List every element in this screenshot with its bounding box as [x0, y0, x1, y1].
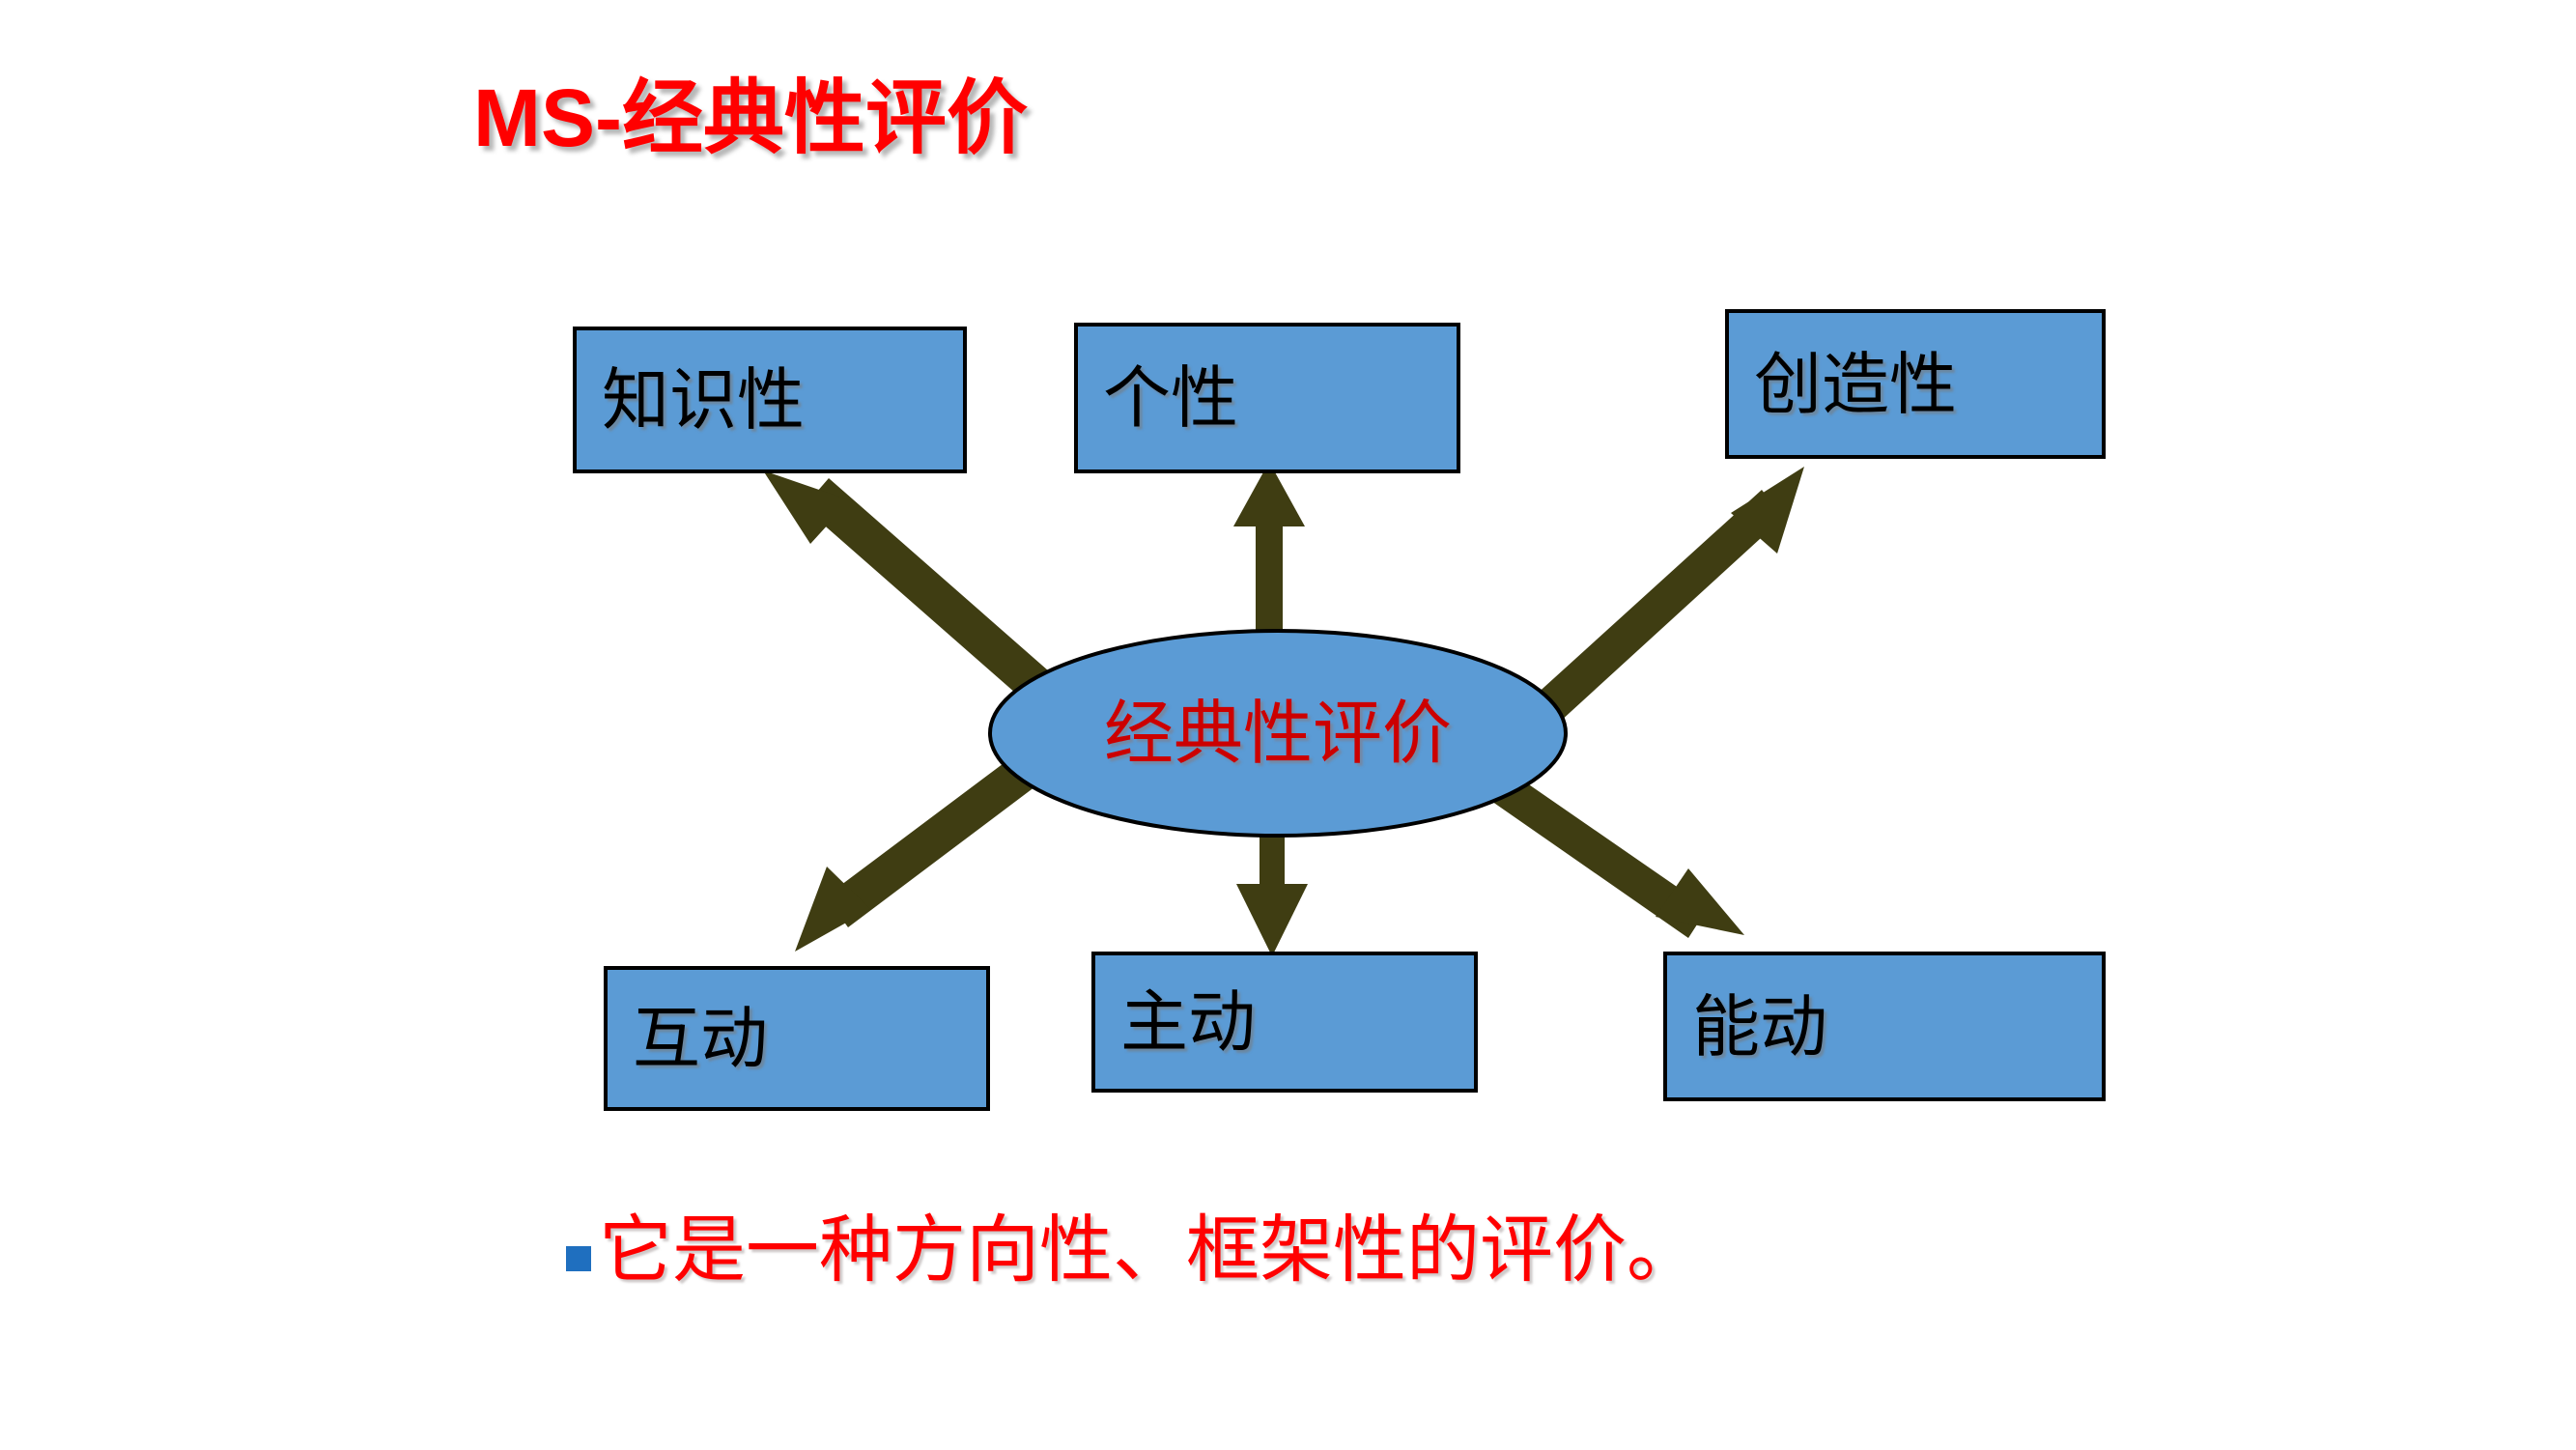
- node-box-chuangzao[interactable]: 创造性: [1725, 309, 2106, 459]
- node-label-hudong: 互动: [633, 999, 768, 1078]
- bullet-line: 它是一种方向性、框架性的评价。: [566, 1209, 1700, 1291]
- node-box-nengdong[interactable]: 能动: [1663, 952, 2106, 1101]
- node-box-zhudong[interactable]: 主动: [1091, 952, 1478, 1093]
- node-label-nengdong: 能动: [1692, 986, 1827, 1066]
- bullet-square-icon: [566, 1245, 591, 1271]
- node-label-gexing: 个性: [1103, 358, 1238, 438]
- node-box-zhishixing[interactable]: 知识性: [573, 327, 967, 473]
- bullet-text: 它是一种方向性、框架性的评价。: [599, 1207, 1700, 1293]
- page-title: MS-经典性评价: [473, 72, 1028, 163]
- arrow-to-zhudong: [1236, 831, 1308, 956]
- node-box-hudong[interactable]: 互动: [604, 966, 990, 1111]
- node-label-zhishixing: 知识性: [602, 360, 805, 440]
- node-box-gexing[interactable]: 个性: [1074, 323, 1460, 473]
- center-ellipse[interactable]: [988, 629, 1568, 838]
- node-label-zhudong: 主动: [1120, 982, 1256, 1062]
- node-label-chuangzao: 创造性: [1754, 344, 1957, 424]
